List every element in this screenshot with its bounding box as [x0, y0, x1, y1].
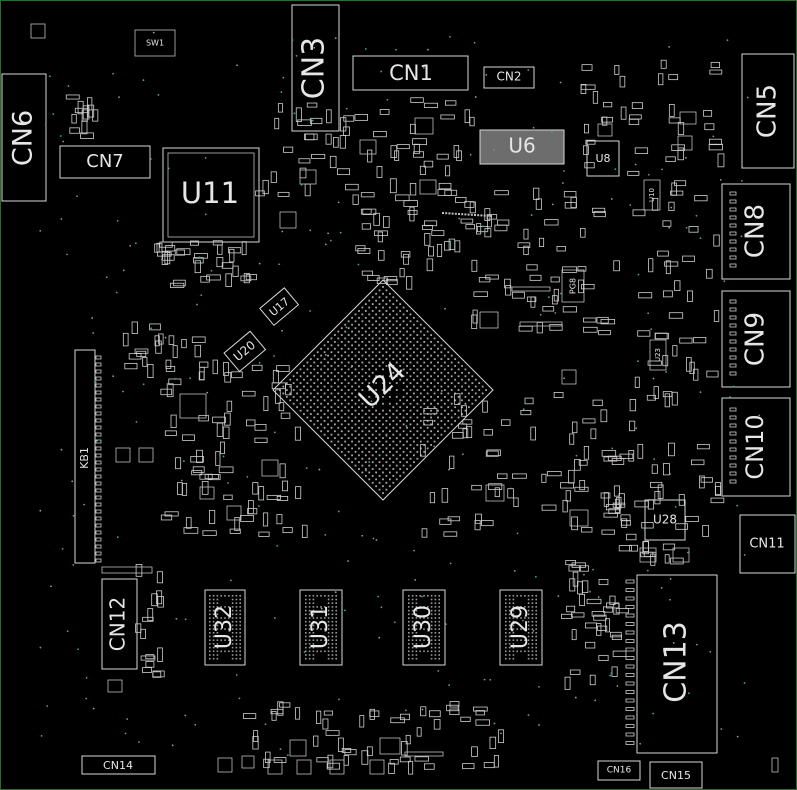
pg8-label: PG8 — [569, 278, 578, 294]
connector-cn9: CN9 — [721, 290, 791, 388]
connector-cn15: CN15 — [649, 761, 703, 789]
cn16-label: CN16 — [607, 766, 632, 776]
cn8-label: CN8 — [741, 204, 771, 258]
connector-cn10: CN10 — [721, 397, 791, 497]
connector-cn3: CN3 — [291, 4, 340, 132]
bga-ball-grid — [272, 279, 494, 501]
cn7-label: CN7 — [86, 151, 124, 172]
cn13-label: CN13 — [659, 621, 694, 703]
connector-cn1: CN1 — [352, 55, 469, 91]
cn5-label: CN5 — [753, 84, 783, 138]
u17-label: U17 — [267, 295, 292, 319]
connector-cn6: CN6 — [1, 73, 47, 202]
cn3-label: CN3 — [297, 37, 332, 99]
u11-label: U11 — [181, 176, 239, 210]
cn11-label: CN11 — [749, 537, 784, 552]
component-pg8: PG8 — [561, 269, 585, 303]
kb1-label: KB1 — [78, 447, 91, 469]
u31-label: U31 — [308, 605, 333, 649]
chip-u8: U8 — [586, 140, 620, 177]
u20-label: U20 — [231, 338, 258, 364]
connector-cn13: CN13 — [636, 574, 718, 754]
cn12-label: CN12 — [106, 597, 130, 651]
cn1-label: CN1 — [389, 61, 433, 85]
connector-cn2: CN2 — [483, 66, 535, 89]
connector-cn16: CN16 — [597, 760, 641, 781]
edge-connector-pins — [95, 191, 737, 745]
connector-cn11: CN11 — [739, 514, 796, 574]
dram-u32: U32 — [204, 589, 246, 666]
connector-cn5: CN5 — [741, 53, 795, 169]
sw1-label: SW1 — [146, 39, 164, 48]
connector-cn8: CN8 — [721, 183, 791, 280]
u30-label: U30 — [411, 605, 436, 649]
via-dots — [39, 31, 761, 757]
connector-cn12: CN12 — [101, 578, 138, 670]
connector-cn14: CN14 — [81, 755, 156, 775]
cpu-u24: U24 — [272, 279, 494, 501]
cn15-label: CN15 — [661, 769, 691, 782]
switch-sw1: SW1 — [134, 29, 176, 57]
u29-label: U29 — [508, 605, 533, 649]
chip-u23: U23 — [649, 339, 667, 371]
chip-u28: U28 — [644, 499, 686, 541]
u23-label: U23 — [654, 348, 662, 362]
chip-u11: U11 — [162, 147, 260, 243]
cn14-label: CN14 — [103, 759, 133, 772]
dram-u30: U30 — [402, 589, 446, 666]
u32-label: U32 — [212, 605, 237, 649]
cn9-label: CN9 — [741, 312, 771, 366]
keyboard-connector-kb1: KB1 — [74, 349, 96, 564]
cn10-label: CN10 — [741, 414, 769, 479]
connector-cn7: CN7 — [59, 145, 151, 179]
chip-u6: U6 — [479, 129, 565, 165]
dram-u31: U31 — [299, 589, 343, 666]
u24-label: U24 — [354, 357, 412, 415]
cn2-label: CN2 — [497, 70, 522, 84]
chip-u17: U17 — [259, 287, 300, 327]
cn6-label: CN6 — [8, 110, 39, 166]
u6-label: U6 — [508, 134, 535, 158]
u10-label: U10 — [648, 188, 656, 202]
passive-components — [65, 59, 725, 775]
small-ic-footprints — [30, 23, 779, 775]
u28-label: U28 — [653, 513, 677, 527]
dram-u29: U29 — [499, 589, 543, 666]
u8-label: U8 — [595, 152, 610, 165]
